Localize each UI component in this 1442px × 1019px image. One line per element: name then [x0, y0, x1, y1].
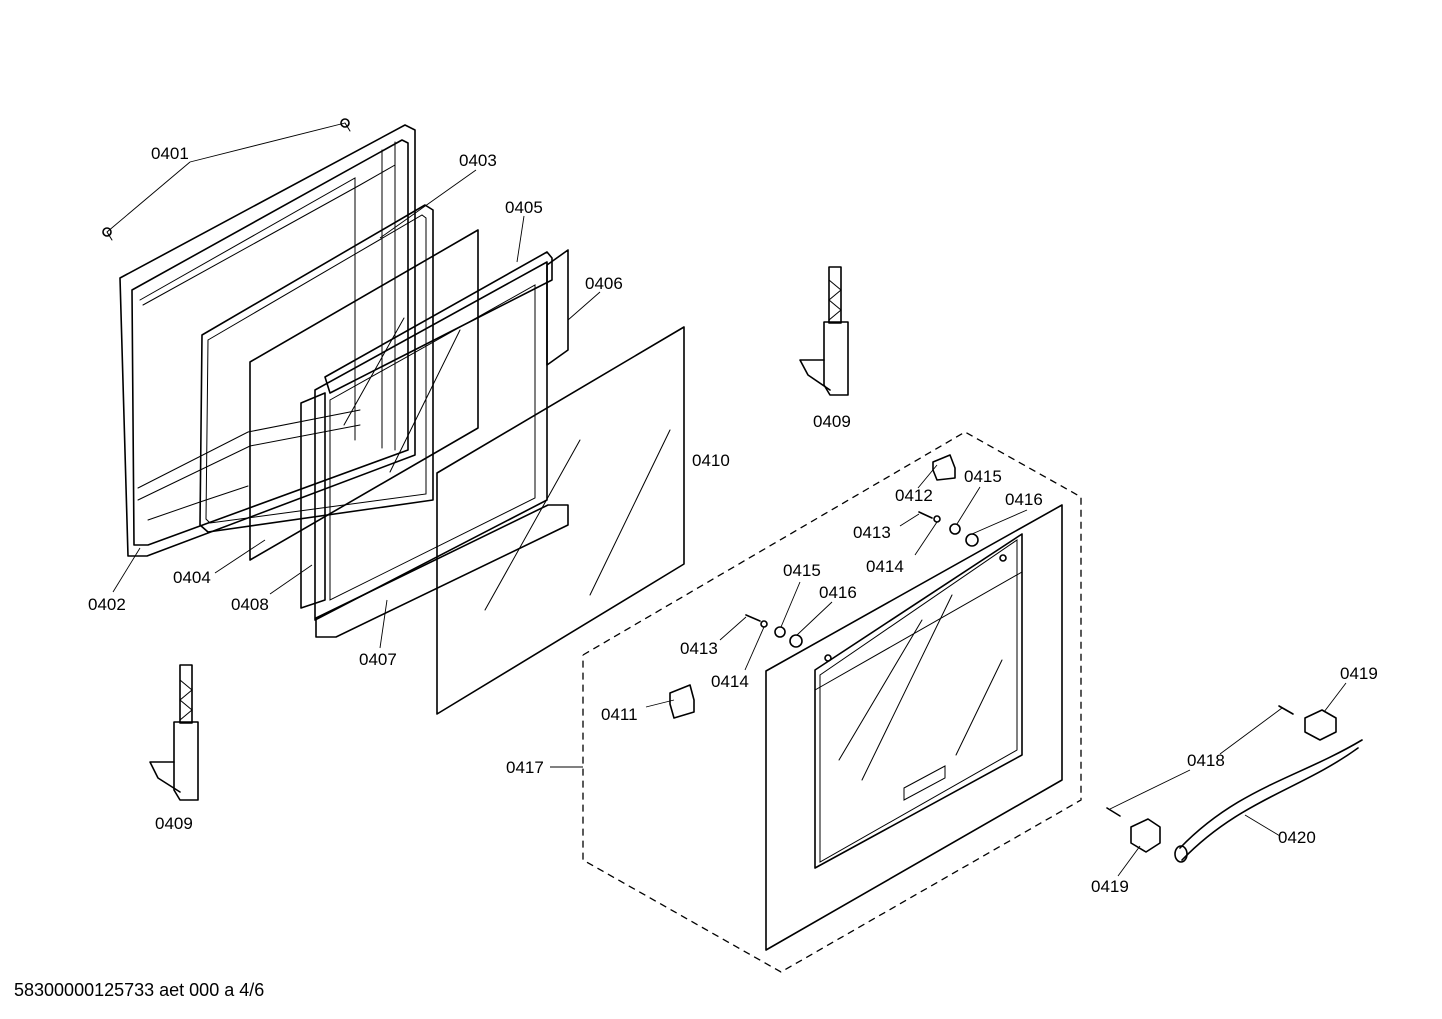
- pin-0418-upper: [1278, 705, 1294, 715]
- callout-0403: 0403: [459, 151, 497, 170]
- side-trim-0406: [546, 249, 569, 366]
- hinge-0409-left: [149, 664, 199, 801]
- callout-0413-lower: 0413: [680, 639, 718, 658]
- callout-0411: 0411: [601, 705, 638, 724]
- callout-0402: 0402: [88, 595, 126, 614]
- end-cap-0419-upper: [1304, 709, 1337, 741]
- bushing-0416-lower: [789, 634, 803, 648]
- bushing-0416-upper: [965, 533, 979, 547]
- callout-0414-lower: 0414: [711, 672, 749, 691]
- outer-door-panel: [765, 504, 1063, 951]
- callout-0405: 0405: [505, 198, 543, 217]
- document-code: 58300000125733 aet 000 a 4/6: [14, 980, 265, 1000]
- door-gasket-0403-inner: [205, 214, 427, 524]
- callout-0408: 0408: [231, 595, 269, 614]
- leader-lines: [106, 122, 1347, 877]
- screw-0401-top: [340, 118, 351, 132]
- callout-0419-lower: 0419: [1091, 877, 1129, 896]
- callout-0404: 0404: [173, 568, 211, 587]
- callout-0416-lower: 0416: [819, 583, 857, 602]
- door-gasket-0403: [199, 204, 434, 533]
- pin-0418-lower: [1106, 807, 1121, 817]
- callout-0414-upper: 0414: [866, 557, 904, 576]
- bracket-0411: [669, 684, 695, 719]
- callout-0417: 0417: [506, 758, 544, 777]
- washer-0414-lower: [760, 620, 768, 628]
- bracket-0412: [932, 454, 956, 481]
- callout-0401: 0401: [151, 144, 189, 163]
- assembly-outline-0417: [582, 431, 1082, 973]
- callout-0413-upper: 0413: [853, 523, 891, 542]
- callout-0415-lower: 0415: [783, 561, 821, 580]
- outer-glass-0410: [436, 326, 685, 715]
- callout-0407: 0407: [359, 650, 397, 669]
- callout-0409-right: 0409: [813, 412, 851, 431]
- washer-0415-lower: [774, 626, 786, 638]
- screw-0401-left: [102, 227, 113, 241]
- end-cap-0419-lower: [1130, 818, 1161, 853]
- bottom-profile-0407: [315, 504, 569, 638]
- hinge-0409-right: [799, 266, 849, 396]
- screw-0413-upper: [918, 511, 933, 519]
- callout-0409-left: 0409: [155, 814, 193, 833]
- washer-0415-upper: [949, 523, 961, 535]
- handle-bar-0420: [1174, 739, 1363, 863]
- callout-0416-upper: 0416: [1005, 490, 1043, 509]
- side-profile-0408: [300, 392, 326, 609]
- inner-door-frame-0402: [119, 124, 416, 557]
- callout-0419-upper: 0419: [1340, 664, 1378, 683]
- washer-0414-upper: [933, 515, 941, 523]
- callout-0410: 0410: [692, 451, 730, 470]
- callout-0420: 0420: [1278, 828, 1316, 847]
- callout-0415-upper: 0415: [964, 467, 1002, 486]
- callout-0418: 0418: [1187, 751, 1225, 770]
- callout-0412: 0412: [895, 486, 933, 505]
- screw-0413-lower: [745, 614, 761, 622]
- callout-0406: 0406: [585, 274, 623, 293]
